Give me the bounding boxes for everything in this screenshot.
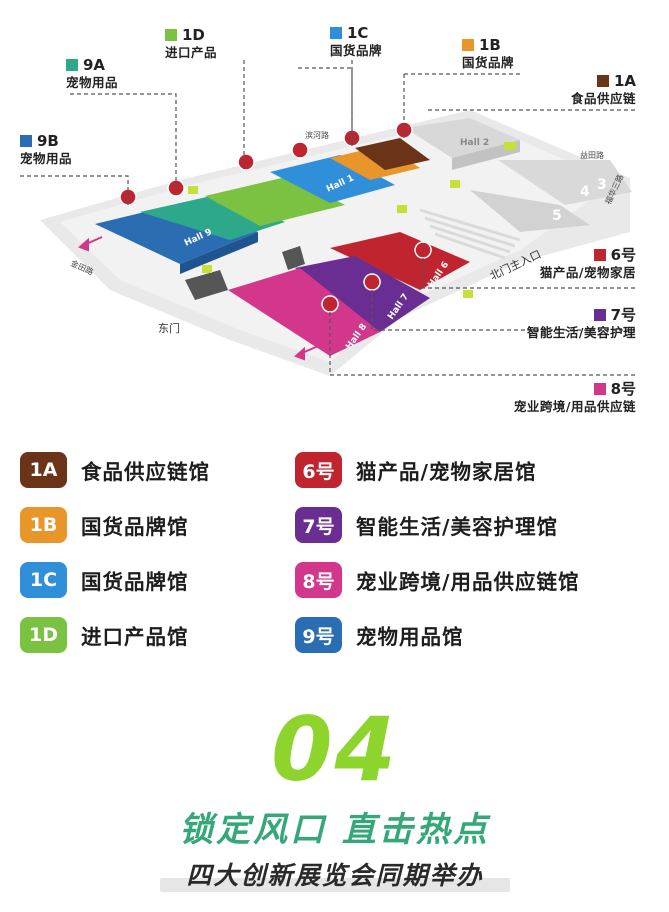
legend-label: 宠物用品馆	[356, 625, 464, 649]
east-gate-label: 东门	[158, 321, 180, 335]
square-9b-icon	[20, 135, 32, 147]
legend-label: 食品供应链馆	[81, 460, 210, 484]
legend-badge: 1D	[20, 617, 67, 653]
callout-1b: 1B 国货品牌	[462, 36, 515, 70]
square-1b-icon	[462, 39, 474, 51]
hall-5-block	[470, 190, 590, 232]
legend-item-1c: 1C 国货品牌馆	[20, 562, 295, 598]
legend-badge: 7号	[295, 507, 342, 543]
hall-8-magenta	[228, 268, 380, 356]
section-number: 04	[271, 698, 398, 801]
callout-1a: 1A 食品供应链	[570, 72, 636, 106]
square-1a-icon	[596, 75, 609, 87]
hall-1a-brown	[355, 138, 430, 170]
hall-1c-blue	[270, 155, 395, 203]
legend-item-1d: 1D 进口产品馆	[20, 617, 295, 653]
hall-4-label: 4	[580, 184, 590, 200]
hall-3-label: 3	[597, 177, 607, 193]
legend-badge: 1A	[20, 452, 67, 488]
hall-5-label: 5	[552, 208, 562, 224]
callout-7: 7号 智能生活/美容护理	[526, 306, 636, 340]
venue-map: Hall 9 Hall 1 Hall 6 Hall 7 Hall 8 Hall …	[0, 0, 669, 430]
legend-item-8: 8号 宠业跨境/用品供应链馆	[295, 562, 655, 598]
hall-2-label: Hall 2	[460, 138, 489, 148]
callout-1c: 1C 国货品牌	[330, 24, 383, 58]
legend-badge: 1B	[20, 507, 67, 543]
pin-1d	[237, 153, 255, 171]
pin-9a	[167, 179, 185, 197]
square-1d-icon	[165, 29, 177, 41]
pin-6	[414, 241, 432, 259]
square-1c-icon	[330, 27, 342, 39]
legend-badge: 1C	[20, 562, 67, 598]
hall-9-teal	[140, 194, 285, 240]
square-8-icon	[593, 383, 606, 395]
callout-9a: 9A 宠物用品	[66, 56, 119, 90]
legend-badge: 8号	[295, 562, 342, 598]
square-6-icon	[593, 249, 606, 261]
legend-label: 国货品牌馆	[81, 570, 189, 594]
legend-label: 宠业跨境/用品供应链馆	[356, 570, 580, 594]
square-7-icon	[593, 309, 606, 321]
callout-9b: 9B 宠物用品	[20, 132, 73, 166]
callout-6: 6号 猫产品/宠物家居	[539, 246, 636, 280]
legend-badge: 6号	[295, 452, 342, 488]
legend-item-9: 9号 宠物用品馆	[295, 617, 655, 653]
road-yitian: 益田路	[580, 150, 604, 160]
hall-3-4-block	[498, 160, 632, 205]
legend-item-6: 6号 猫产品/宠物家居馆	[295, 452, 655, 488]
legend-item-1a: 1A 食品供应链馆	[20, 452, 295, 488]
section-title: 锁定风口 直击热点	[179, 810, 490, 850]
square-9a-icon	[66, 59, 78, 71]
legend-item-7: 7号 智能生活/美容护理馆	[295, 507, 655, 543]
hall-7-purple	[295, 256, 430, 332]
pin-7	[363, 273, 381, 291]
legend-label: 猫产品/宠物家居馆	[356, 460, 537, 484]
hall-6-red	[330, 232, 470, 290]
pin-1c	[291, 141, 309, 159]
hall-2-block	[405, 118, 520, 158]
legend-badge: 9号	[295, 617, 342, 653]
legend-label: 智能生活/美容护理馆	[356, 515, 558, 539]
venue-map-svg: Hall 9 Hall 1 Hall 6 Hall 7 Hall 8 Hall …	[20, 60, 635, 376]
road-binhe: 滨河路	[305, 130, 329, 140]
callout-8: 8号 宠业跨境/用品供应链	[513, 380, 636, 414]
hall-legend: 1A 食品供应链馆 6号 猫产品/宠物家居馆 1B 国货品牌馆 7号 智能生活/…	[20, 452, 660, 653]
legend-label: 国货品牌馆	[81, 515, 189, 539]
legend-item-1b: 1B 国货品牌馆	[20, 507, 295, 543]
legend-label: 进口产品馆	[81, 625, 189, 649]
section-subtitle: 四大创新展览会同期举办	[160, 856, 510, 896]
pin-8	[321, 295, 339, 313]
callout-1d: 1D 进口产品	[165, 26, 218, 60]
